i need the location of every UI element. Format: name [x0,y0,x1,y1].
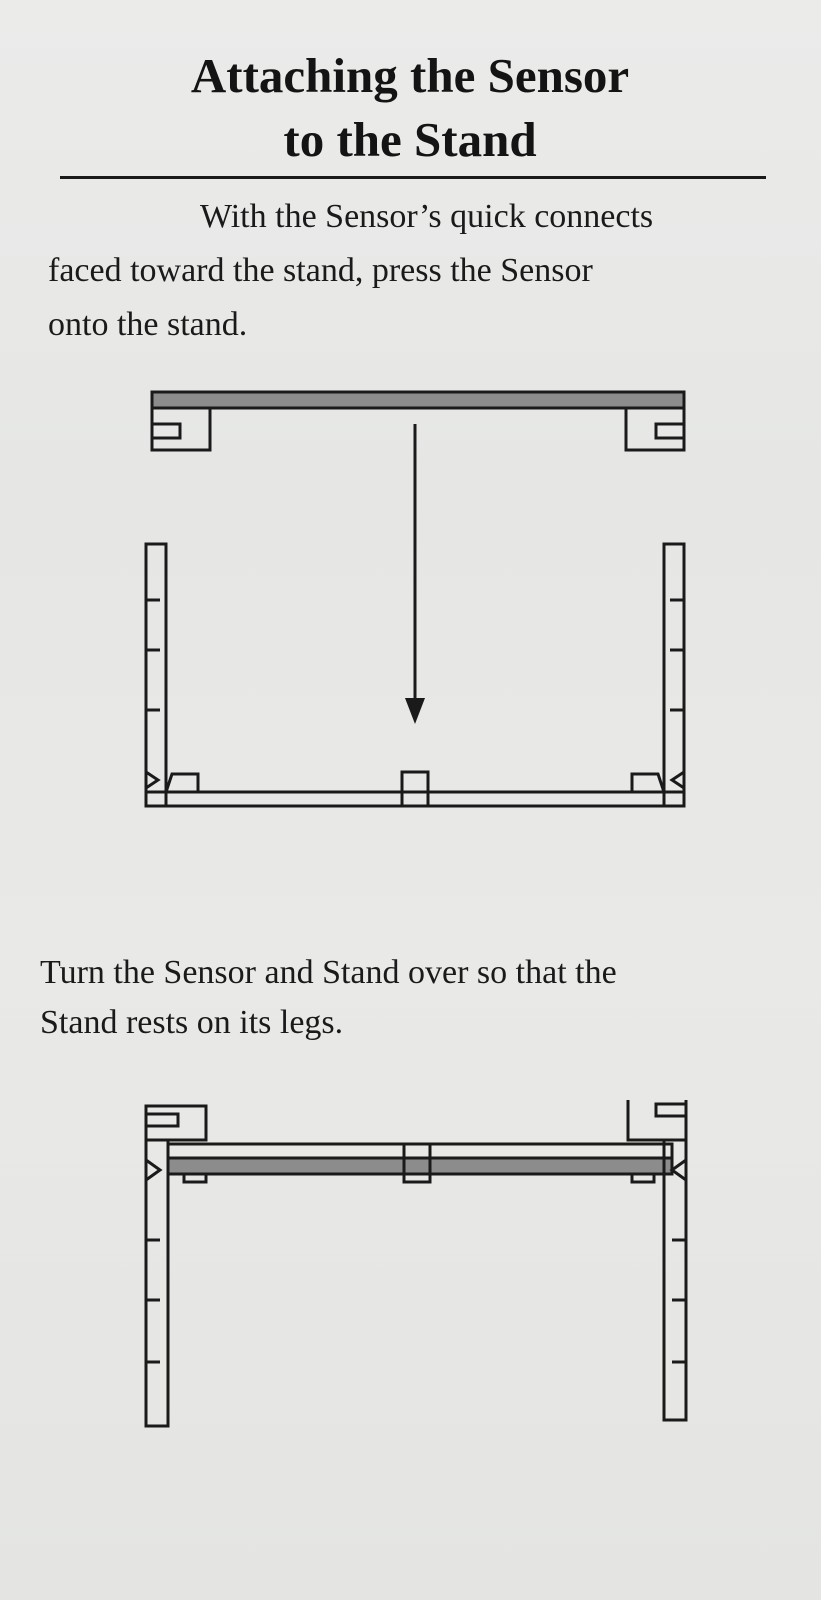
left-quick-connect [150,408,212,452]
attach-sensor-diagram [144,390,686,808]
title-divider [60,176,766,179]
step-2-line-1: Turn the Sensor and Stand over so that t… [40,954,617,991]
stand-upright [144,542,686,808]
step-1-line-2: faced toward the stand, press the Sensor [48,252,593,289]
right-quick-connect [624,408,686,452]
page-title: Attaching the Sensor to the Stand [60,44,760,172]
step-2-line-2: Stand rests on its legs. [40,1004,344,1041]
sensor-bar [150,390,686,410]
down-arrow [405,424,425,724]
step-1-line-1: With the Sensor’s quick connects [200,198,654,235]
step-1-instructions: With the Sensor’s quick connects faced t… [48,190,788,352]
step-1-line-3: onto the stand. [48,306,248,343]
assembled-stand-diagram [144,1100,688,1428]
title-line-2: to the Stand [283,112,537,167]
sensor-bar-assembled [166,1156,674,1176]
step-2-instructions: Turn the Sensor and Stand over so that t… [40,948,800,1048]
right-leg [662,1138,688,1422]
title-line-1: Attaching the Sensor [190,48,630,103]
left-leg [144,1138,170,1428]
